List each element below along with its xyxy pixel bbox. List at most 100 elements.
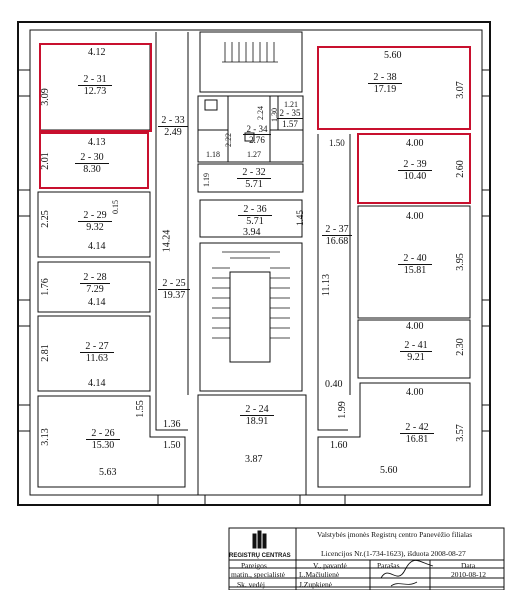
dim-1-99: 1.99 <box>336 401 348 419</box>
date-1: 2010-08-12 <box>451 570 486 579</box>
dim-1-36: 1.36 <box>163 419 181 430</box>
dim-1-19: 1.19 <box>202 173 211 187</box>
room-2-35: 2 - 35 1.57 <box>277 108 303 129</box>
col-sign-header: Parašas <box>377 561 400 570</box>
dim-14-24: 14.24 <box>161 229 173 253</box>
dim-4-12: 4.12 <box>88 47 106 58</box>
room-2-42: 2 - 42 16.81 <box>400 422 434 445</box>
dim-1-76: 1.76 <box>39 278 51 296</box>
stamp-frame <box>228 527 505 590</box>
room-2-40: 2 - 40 15.81 <box>398 253 432 276</box>
highlight-room-2-38 <box>317 46 471 130</box>
room-2-27: 2 - 27 11.63 <box>80 341 114 364</box>
dim-3-95: 3.95 <box>454 253 466 271</box>
corridor-2-37 <box>317 134 348 431</box>
pilaster <box>481 69 491 97</box>
role-2: Sk. vedėj <box>237 580 265 589</box>
dim-2-22: 2.22 <box>224 133 233 147</box>
pilaster <box>17 69 31 97</box>
pilaster <box>17 299 31 327</box>
outer-wall-inner <box>29 29 483 496</box>
room-2-28-outline <box>37 261 151 313</box>
dim-4-14-a: 4.14 <box>88 241 106 252</box>
dim-5-60-b: 5.60 <box>380 465 398 476</box>
dim-1-60: 1.60 <box>330 440 348 451</box>
pilaster <box>481 299 491 327</box>
dim-2-25: 2.25 <box>39 210 51 228</box>
room-2-26-outline <box>37 395 186 488</box>
dim-3-94: 3.94 <box>243 227 261 238</box>
room-2-34: 2 - 34 2.76 <box>243 124 271 145</box>
dim-5-60-a: 5.60 <box>384 50 402 61</box>
sink-fixture <box>244 132 255 142</box>
dim-1-21: 1.21 <box>284 100 298 109</box>
highlight-room-2-31 <box>39 43 152 132</box>
pilaster <box>481 189 491 217</box>
dim-4-14-b: 4.14 <box>88 297 106 308</box>
dim-3-87: 3.87 <box>245 454 263 465</box>
room-2-42-outline <box>317 382 471 488</box>
highlight-room-2-39 <box>357 133 471 204</box>
room-2-41: 2 - 41 9.21 <box>400 340 432 363</box>
dim-2-81: 2.81 <box>39 344 51 362</box>
dim-0-15: 0.15 <box>111 200 120 214</box>
bottom-projection <box>299 495 346 506</box>
room-2-39: 2 - 39 10.40 <box>398 159 432 182</box>
dim-0-40: 0.40 <box>325 379 343 390</box>
room-2-36-outline <box>199 199 303 238</box>
name-1: L.Mačiulienė <box>299 570 340 579</box>
toilet-fixture <box>204 99 218 111</box>
dim-3-07: 3.07 <box>454 81 466 99</box>
room-2-27-outline <box>37 315 151 392</box>
dim-1-50-a: 1.50 <box>163 440 181 451</box>
dim-2-01: 2.01 <box>39 152 51 170</box>
room-2-31: 2 - 31 12.73 <box>78 74 112 97</box>
dim-3-57: 3.57 <box>454 424 466 442</box>
room-2-41-outline <box>357 319 471 379</box>
room-2-24-outline <box>197 394 307 496</box>
dim-3-09: 3.09 <box>39 88 51 106</box>
dim-1-45: 1.45 <box>294 210 305 226</box>
dim-4-00-d: 4.00 <box>406 387 424 398</box>
room-2-29-outline <box>37 191 151 258</box>
dim-2-60: 2.60 <box>454 160 466 178</box>
pilaster <box>17 404 31 432</box>
room-2-38: 2 - 38 17.19 <box>368 72 402 95</box>
dim-3-13: 3.13 <box>39 428 51 446</box>
dim-11-13: 11.13 <box>321 273 333 297</box>
main-stair <box>199 242 303 392</box>
dim-1-50-b: 1.50 <box>329 138 345 148</box>
stair-top <box>199 31 303 93</box>
dim-1-18: 1.18 <box>206 150 220 159</box>
dim-1-55: 1.55 <box>134 400 146 418</box>
col-date-header: Data <box>461 561 476 570</box>
col-role-header: Pareigos <box>241 561 267 570</box>
room-2-24: 2 - 24 18.91 <box>240 404 274 427</box>
role-1: matin., specialistė <box>231 570 285 579</box>
room-2-28: 2 - 28 7.29 <box>80 272 110 295</box>
room-2-29: 2 - 29 9.32 <box>78 210 112 233</box>
col-name-header: V., pavardė <box>313 561 347 570</box>
room-2-36: 2 - 36 5.71 <box>238 204 272 227</box>
room-2-32-outline <box>197 163 304 193</box>
name-2: J.Zupkienė <box>299 580 333 589</box>
room-2-26: 2 - 26 15.30 <box>86 428 120 451</box>
dim-1-27: 1.27 <box>247 150 261 159</box>
organization-name: Valstybės įmonės Registrų centro Panevėž… <box>317 530 473 539</box>
room-2-30: 2 - 30 8.30 <box>75 152 109 175</box>
dim-5-63: 5.63 <box>99 467 117 478</box>
highlight-room-2-30 <box>39 132 149 189</box>
registry-logo-text: REGISTRŲ CENTRAS <box>229 553 291 559</box>
room-2-40-outline <box>357 205 471 319</box>
dim-2-30: 2.30 <box>454 338 466 356</box>
bottom-projection <box>157 495 206 506</box>
dim-1-30: 1.30 <box>270 108 279 122</box>
pilaster <box>481 404 491 432</box>
room-2-32: 2 - 32 5.71 <box>237 167 271 190</box>
dim-4-00-b: 4.00 <box>406 211 424 222</box>
dim-4-00-a: 4.00 <box>406 138 424 149</box>
room-2-33: 2 - 33 2.49 <box>158 115 188 138</box>
room-2-25: 2 - 25 19.37 <box>158 278 190 301</box>
corridor-2-25 <box>155 32 188 431</box>
